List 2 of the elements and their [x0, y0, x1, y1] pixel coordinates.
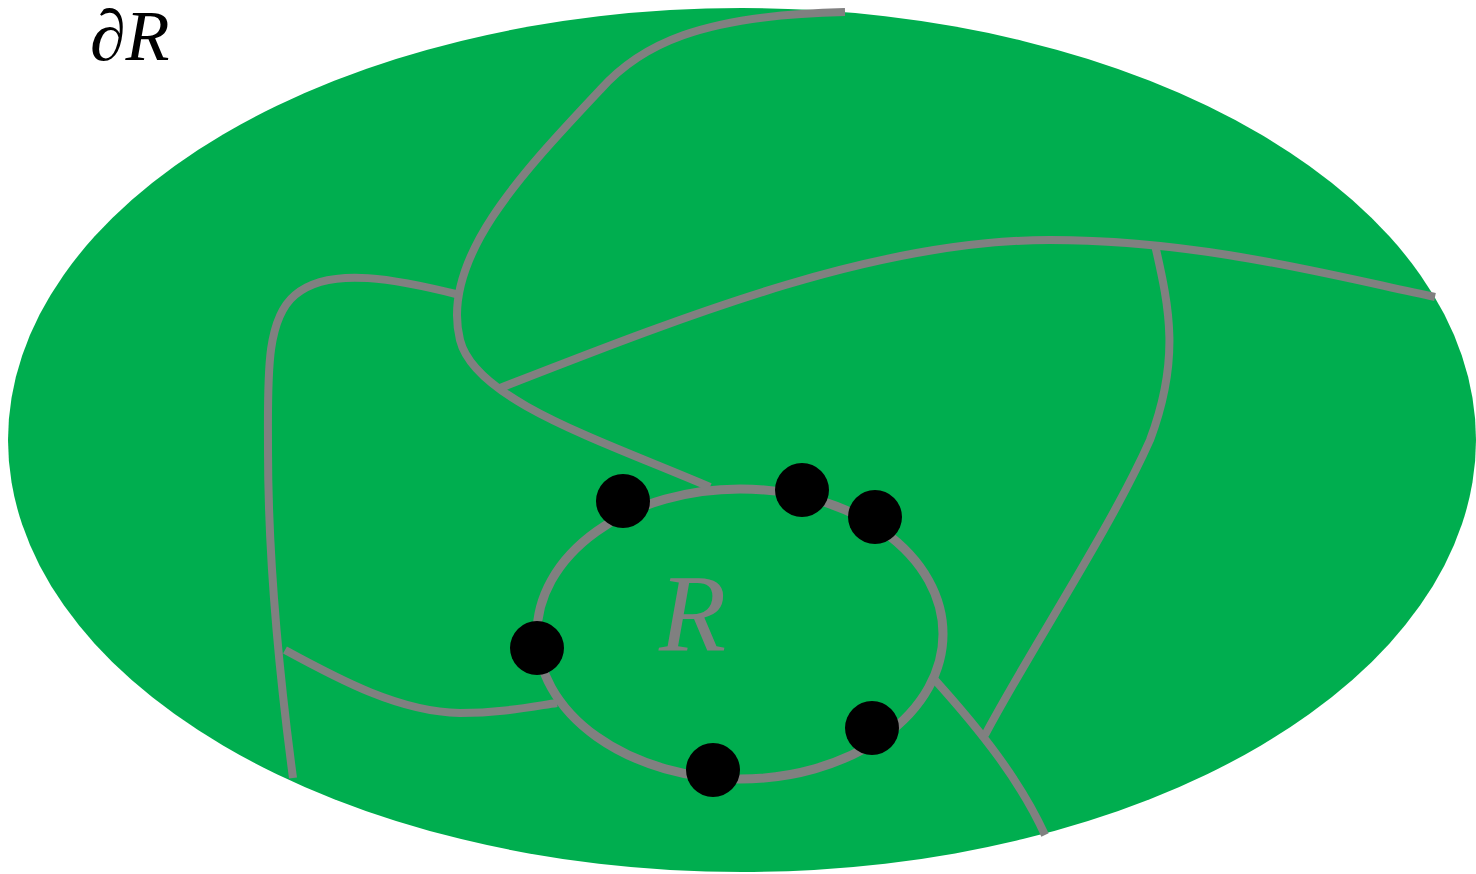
region-label: ∂R: [90, 0, 170, 72]
region-label: R: [659, 559, 727, 669]
